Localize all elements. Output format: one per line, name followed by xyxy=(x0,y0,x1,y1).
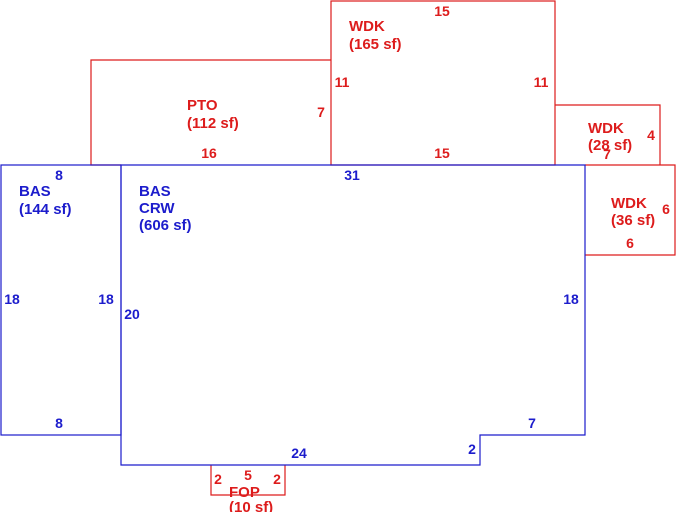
bas-606-left-dim: 20 xyxy=(124,306,140,322)
bas-606-top-dim: 31 xyxy=(344,167,360,183)
pto-bottom-dim: 16 xyxy=(201,145,217,161)
wdk-36-area: (36 sf) xyxy=(611,212,655,229)
bas-606-right-dim: 18 xyxy=(563,291,579,307)
fop-top-dim: 5 xyxy=(244,467,252,483)
bas-606-bottom-dim: 24 xyxy=(291,445,307,461)
wdk-36-name: WDK xyxy=(611,195,647,212)
bas-606-notch-right-dim: 7 xyxy=(528,415,536,431)
wdk-165-right-dim: 11 xyxy=(534,74,549,90)
fop-name: FOP xyxy=(229,484,260,501)
wdk-28-outline xyxy=(555,104,661,165)
bas-144-name: BAS xyxy=(19,183,51,200)
wdk-165-area: (165 sf) xyxy=(349,36,402,53)
bas-606-outline xyxy=(120,164,586,466)
wdk-28-right-dim: 4 xyxy=(647,127,655,143)
bas-606-notch-up-dim: 2 xyxy=(468,441,476,457)
bas-144-bottom-dim: 8 xyxy=(55,415,63,431)
fop-area: (10 sf) xyxy=(229,499,273,512)
pto-name: PTO xyxy=(187,97,218,114)
wdk-165-bottom-dim: 15 xyxy=(434,145,450,161)
bas-144-area: (144 sf) xyxy=(19,201,72,218)
fop-right-dim: 2 xyxy=(273,471,281,487)
wdk-36-bottom-dim: 6 xyxy=(626,235,634,251)
wdk-28-area: (28 sf) xyxy=(588,137,632,154)
bas-606-area: (606 sf) xyxy=(139,217,192,234)
bas-144-top-dim: 8 xyxy=(55,167,63,183)
pto-right-dim: 7 xyxy=(317,104,325,120)
wdk-165-top-dim: 15 xyxy=(434,3,450,19)
pto-area: (112 sf) xyxy=(187,115,239,132)
fop-outline xyxy=(210,465,286,496)
wdk-36-right-dim: 6 xyxy=(662,201,670,217)
fop-left-dim: 2 xyxy=(214,471,222,487)
bas-144-left-dim: 18 xyxy=(4,291,20,307)
bas-606-name: BAS xyxy=(139,183,171,200)
wdk-36-outline xyxy=(585,164,676,256)
wdk-165-name: WDK xyxy=(349,18,385,35)
wdk-165-left-dim: 11 xyxy=(335,74,350,90)
wdk-28-bottom-dim: 7 xyxy=(603,146,611,162)
wdk-28-name: WDK xyxy=(588,120,624,137)
bas-606-sub: CRW xyxy=(139,200,175,217)
bas-144-right-dim: 18 xyxy=(98,291,114,307)
